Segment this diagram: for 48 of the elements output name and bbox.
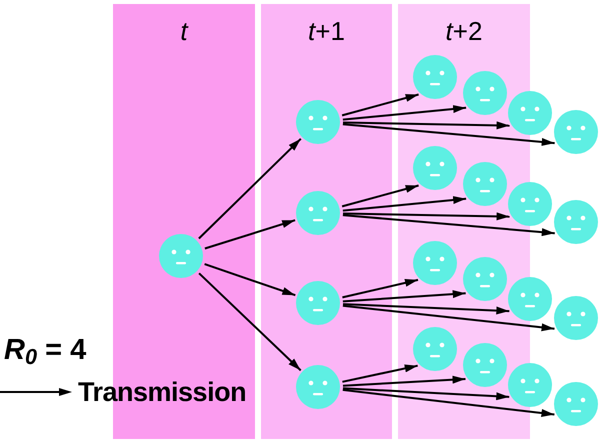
arrow bbox=[204, 263, 296, 296]
face-icon bbox=[554, 296, 598, 340]
arrow bbox=[342, 376, 466, 387]
arrow bbox=[342, 387, 510, 400]
arrow bbox=[342, 290, 466, 302]
column-header: t+1 bbox=[308, 18, 345, 44]
time-step-band bbox=[398, 4, 530, 439]
arrow bbox=[342, 94, 419, 116]
arrow bbox=[342, 303, 510, 315]
face-icon bbox=[296, 100, 340, 144]
face-icon bbox=[413, 241, 457, 285]
face-icon bbox=[296, 281, 340, 325]
arrow bbox=[342, 196, 466, 212]
face-icon bbox=[463, 343, 507, 387]
face-icon bbox=[296, 365, 340, 409]
arrow bbox=[342, 105, 466, 121]
equation-label: R$_{0}$ = 4 bbox=[4, 336, 86, 365]
face-icon bbox=[554, 382, 598, 426]
arrow bbox=[342, 304, 555, 332]
face-icon bbox=[463, 162, 507, 206]
face-icon bbox=[296, 191, 340, 235]
face-icon bbox=[508, 277, 552, 321]
arrow bbox=[204, 219, 296, 250]
legend-label: Transmission bbox=[78, 378, 246, 406]
face-icon bbox=[508, 182, 552, 226]
face-icon bbox=[413, 146, 457, 190]
column-header: t+2 bbox=[446, 18, 482, 44]
arrow bbox=[342, 121, 510, 130]
arrow bbox=[342, 184, 419, 208]
arrow bbox=[198, 272, 302, 372]
arrow bbox=[198, 138, 302, 240]
arrow bbox=[342, 364, 418, 383]
arrow bbox=[342, 278, 418, 298]
column-header: t bbox=[180, 18, 188, 44]
face-icon bbox=[413, 55, 457, 99]
face-icon bbox=[463, 71, 507, 115]
arrow bbox=[342, 214, 555, 236]
arrow bbox=[342, 123, 555, 146]
face-icon bbox=[508, 363, 552, 407]
face-icon bbox=[554, 200, 598, 244]
face-icon bbox=[463, 257, 507, 301]
face-icon bbox=[413, 327, 457, 371]
time-step-band bbox=[261, 4, 392, 439]
face-icon bbox=[159, 234, 203, 278]
face-icon bbox=[554, 110, 598, 154]
face-icon bbox=[508, 91, 552, 135]
arrow bbox=[342, 388, 555, 417]
arrow bbox=[342, 212, 510, 220]
